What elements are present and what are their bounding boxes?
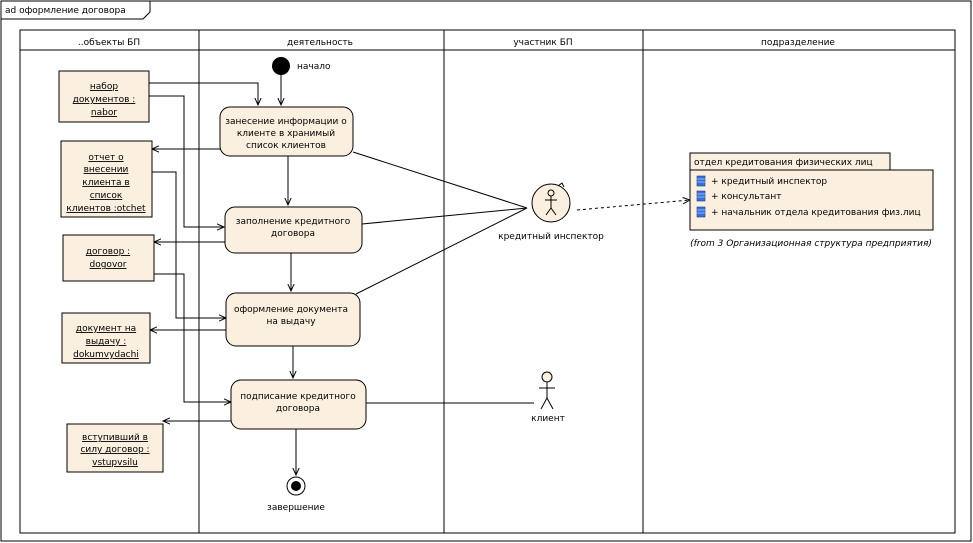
objflow-o3-a4 [154,273,231,402]
object-o4: документ на выдачу : dokumvydachi [61,312,151,364]
objflow-o1-a2 [149,95,224,227]
division-item-1-icon [696,175,706,187]
activity-a3: оформление документа на выдачу [225,292,361,347]
actor-inspector: кредитный инспектор [498,182,604,242]
start-node [272,57,290,75]
actor-client-label: клиент [531,414,565,424]
activity-a2: заполнение кредитного договора [224,206,363,254]
activity-a1-line1: занесение информации о [225,117,347,127]
object-o1-line1: набор [90,82,118,92]
actor-client-icon [541,371,553,383]
start-label: начало [297,62,331,72]
activity-a4-line2: договора [276,404,320,414]
object-o2-line2: внесении [84,165,129,175]
object-o4-line2: выдачу : [86,337,127,347]
object-o4-line3: dokumvydachi [73,350,139,360]
activity-a2-line1: заполнение кредитного [236,217,351,227]
activity-a3-line2: на выдачу [266,317,316,327]
object-o1: набор документов : nabor [58,70,150,123]
division-item-3: + начальник отдела кредитования физ.лиц [711,208,921,218]
division-package: отдел кредитования физических лиц + кред… [689,152,934,231]
object-o2-line3: клиента в [82,178,129,188]
object-o5-line2: силу договор : [80,445,149,455]
activity-a1: занесение информации о клиенте в хранимы… [219,106,354,157]
frame-title: ad оформление договора [5,6,126,16]
end-node-core [291,481,301,491]
object-o2: отчет о внесении клиента в список клиент… [60,140,153,218]
end-label: завершение [267,503,325,513]
activity-a1-line3: список клиентов [246,141,326,151]
object-o3-line2: dogovor [90,260,127,270]
actor-client: клиент [531,371,565,424]
objflow-o1-a1a [149,82,258,105]
activity-a2-line2: договора [271,229,315,239]
lane-title-division: подразделение [761,38,835,48]
lane-title-participant: участник БП [513,38,572,48]
objflow-o2-a3 [152,171,226,318]
object-o1-line2: документов : [73,95,136,105]
lane-title-objects: ..объекты БП [78,38,140,48]
object-o1-line3: nabor [91,108,117,118]
activity-a4: подписание кредитного договора [230,379,367,430]
swimlane-container [19,29,956,534]
object-o5-line3: vstupvsilu [92,458,138,468]
division-note: (from 3 Организационная структура предпр… [690,239,932,249]
object-o2-line1: отчет о [88,153,124,163]
activity-a4-line1: подписание кредитного [240,392,356,402]
object-o4-line1: документ на [76,324,136,334]
division-item-2-icon [696,190,706,202]
object-o2-line5: клиентов :otchet [66,204,146,214]
activity-a3-line1: оформление документа [234,305,348,315]
activity-a1-line2: клиенте в хранимый [237,129,335,139]
object-o2-line4: список [90,191,123,201]
division-item-3-icon [696,206,706,218]
object-o3-line1: договор : [86,247,130,257]
assoc-a2-inspector [361,207,528,225]
division-item-1: + кредитный инспектор [711,177,827,187]
actor-inspector-label: кредитный инспектор [498,232,604,242]
assoc-a3-inspector [355,207,528,295]
object-o3: договор : dogovor [62,234,155,282]
object-o5-line1: вступивший в [82,433,148,443]
object-o5: вступивший в силу договор : vstupvsilu [66,423,164,473]
division-item-2: + консультант [711,192,781,202]
lane-title-activity: деятельность [287,38,353,48]
frame-title-tab [1,1,151,20]
division-title: отдел кредитования физических лиц [694,158,873,168]
assoc-a1-inspector [352,151,528,209]
dependency-inspector-division [576,200,690,211]
